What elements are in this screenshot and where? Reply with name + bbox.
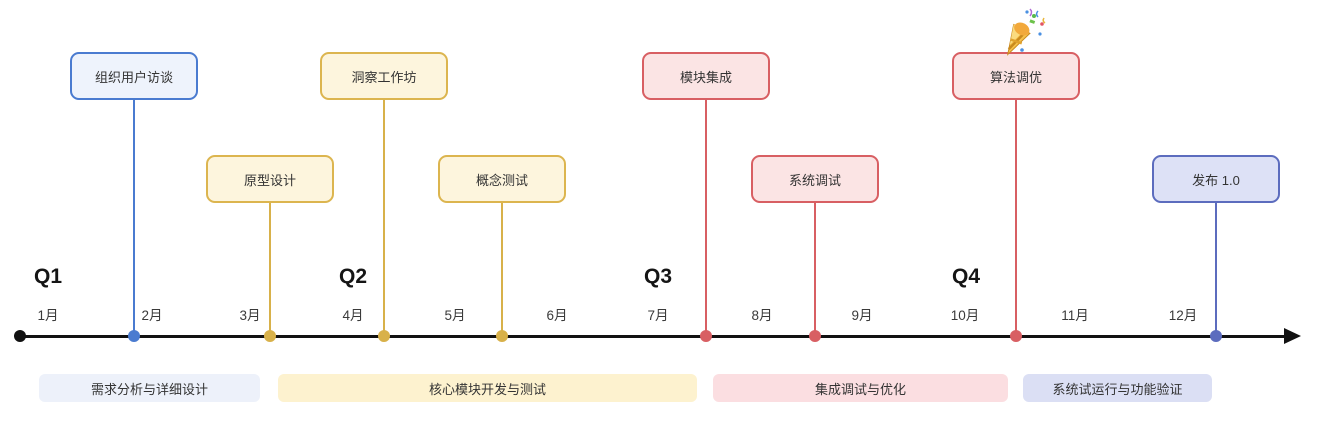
- milestone-card: 洞察工作坊: [320, 52, 448, 100]
- month-label: 4月: [342, 308, 364, 323]
- milestone-dot: [700, 330, 712, 342]
- milestone-connector: [133, 100, 135, 336]
- milestone-label: 系统调试: [788, 172, 841, 188]
- milestone-card: 模块集成: [642, 52, 770, 100]
- phase-label: 集成调试与优化: [814, 381, 906, 397]
- milestone-dot: [378, 330, 390, 342]
- milestone-connector: [705, 100, 707, 336]
- timeline-arrow-icon: [1284, 328, 1301, 344]
- milestone-label: 算法调优: [989, 69, 1042, 85]
- month-label: 11月: [1061, 308, 1089, 323]
- timeline-start-dot: [14, 330, 26, 342]
- phase-bar: 核心模块开发与测试: [278, 374, 697, 402]
- phase-bar: 需求分析与详细设计: [39, 374, 260, 402]
- month-label: 9月: [851, 308, 873, 323]
- milestone-card: 概念测试: [438, 155, 566, 203]
- month-label: 1月: [37, 308, 59, 323]
- milestone-label: 组织用户访谈: [94, 69, 173, 85]
- milestone-connector: [269, 203, 271, 336]
- party-popper-icon: [1006, 8, 1046, 56]
- milestone-dot: [1210, 330, 1222, 342]
- timeline-axis: [18, 335, 1286, 338]
- quarter-label: Q4: [951, 265, 981, 288]
- milestone-label: 模块集成: [679, 69, 732, 85]
- milestone-card: 发布 1.0: [1152, 155, 1280, 203]
- milestone-dot: [264, 330, 276, 342]
- milestone-connector: [501, 203, 503, 336]
- milestone-card: 系统调试: [751, 155, 879, 203]
- milestone-connector: [814, 203, 816, 336]
- quarter-label: Q2: [338, 265, 368, 288]
- month-label: 3月: [239, 308, 261, 323]
- phase-bar: 系统试运行与功能验证: [1023, 374, 1212, 402]
- milestone-label: 发布 1.0: [1192, 172, 1240, 188]
- phase-label: 核心模块开发与测试: [428, 381, 546, 397]
- milestone-dot: [496, 330, 508, 342]
- milestone-label: 概念测试: [475, 172, 528, 188]
- phase-label: 系统试运行与功能验证: [1052, 381, 1183, 397]
- month-label: 5月: [444, 308, 466, 323]
- milestone-connector: [383, 100, 385, 336]
- milestone-card: 原型设计: [206, 155, 334, 203]
- phase-label: 需求分析与详细设计: [90, 381, 208, 397]
- quarter-label: Q3: [643, 265, 673, 288]
- phase-bar: 集成调试与优化: [713, 374, 1008, 402]
- month-label: 6月: [546, 308, 568, 323]
- month-label: 12月: [1168, 308, 1198, 323]
- milestone-label: 洞察工作坊: [351, 69, 417, 85]
- quarter-label: Q1: [33, 265, 63, 288]
- milestone-connector: [1015, 100, 1017, 336]
- milestone-label: 原型设计: [243, 172, 296, 188]
- month-label: 8月: [751, 308, 773, 323]
- month-label: 7月: [647, 308, 669, 323]
- month-label: 2月: [141, 308, 163, 323]
- milestone-dot: [1010, 330, 1022, 342]
- milestone-card: 算法调优: [952, 52, 1080, 100]
- milestone-card: 组织用户访谈: [70, 52, 198, 100]
- milestone-connector: [1215, 203, 1217, 336]
- month-label: 10月: [950, 308, 980, 323]
- milestone-dot: [809, 330, 821, 342]
- milestone-dot: [128, 330, 140, 342]
